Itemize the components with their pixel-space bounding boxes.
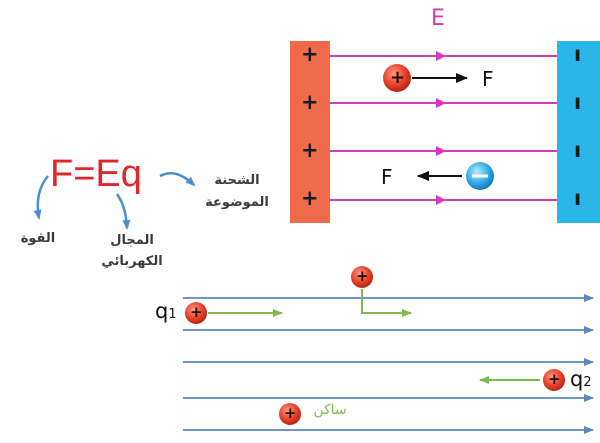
minus-sign-icon [472, 174, 488, 178]
field-pointer-arrow [115, 193, 131, 230]
deflected-charge-sign: + [356, 267, 369, 285]
plate-minus-sign: ı [574, 138, 582, 162]
capacitor-field-lines [330, 51, 557, 205]
stationary-label: ساكن [313, 402, 347, 418]
label-field-line1: المجال [110, 233, 154, 248]
plate-plus-sign: + [301, 90, 319, 114]
force-label-positive: F [482, 67, 494, 91]
q2-charge-sign: + [548, 370, 561, 388]
q1-charge-sign: + [190, 303, 203, 321]
charge-q2 [543, 369, 565, 391]
stationary-charge [279, 403, 301, 425]
deflected-charge [351, 266, 373, 288]
q2-symbol: q [570, 367, 584, 391]
label-field-line2: الكهربائي [101, 254, 163, 269]
plate-minus-sign: ı [574, 186, 582, 210]
formula-equation: F=Eq [50, 153, 142, 195]
deflected-charge-motion-arrow [361, 289, 412, 317]
q1-symbol: q [155, 299, 169, 323]
panel-field-lines [183, 294, 594, 434]
charge-pointer-arrow [159, 171, 196, 187]
plate-plus-sign: + [301, 138, 319, 162]
negative-plate [557, 41, 600, 223]
force-pointer-arrow [33, 175, 49, 220]
label-charge-line2: الموضوعة [205, 195, 269, 210]
positive-test-charge [383, 64, 411, 92]
q2-subscript: 2 [583, 375, 592, 390]
positive-plate [290, 41, 330, 223]
label-charge-line1: الشحنة [214, 173, 260, 188]
plate-minus-sign: ı [574, 90, 582, 114]
q1-subscript: 1 [168, 307, 177, 322]
positive-charge-sign: + [390, 67, 406, 88]
label-force: القوة [20, 231, 56, 246]
q1-label: q1 [155, 301, 177, 322]
charge-q1 [185, 302, 207, 324]
force-label-negative: F [381, 165, 393, 189]
stationary-charge-sign: + [284, 404, 297, 422]
plate-plus-sign: + [301, 186, 319, 210]
plate-plus-sign: + [301, 42, 319, 66]
q2-label: q2 [570, 369, 592, 390]
field-label: E [431, 6, 445, 31]
plate-minus-sign: ı [574, 42, 582, 66]
